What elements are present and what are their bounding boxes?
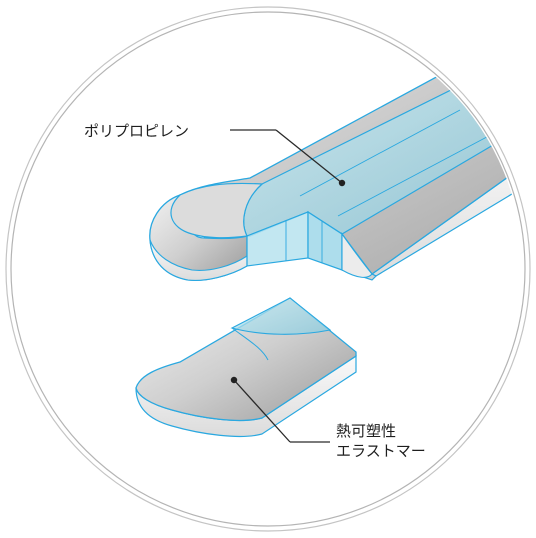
outer-ring [5,6,531,532]
upper-bar [149,74,523,282]
lower-tip-top [135,297,357,422]
lower-tip-recess [230,297,332,335]
pp-leader-diag [275,129,343,184]
label-elastomer-line1: 熱可塑性 [336,422,396,440]
pp-marker-dot [338,179,346,187]
inner-ring [10,11,526,527]
label-polypropylene: ポリプロピレン [84,122,189,140]
lower-tip-recess-edge [231,327,269,361]
core-edge-line [337,129,501,217]
core-centerline [299,109,461,197]
label-elastomer-line2: エラストマー [336,442,426,460]
tpe-leader-diag [233,379,291,443]
tpe-marker-dot [230,376,238,384]
bar-end-rounded [341,232,373,278]
lower-tip [135,297,357,438]
